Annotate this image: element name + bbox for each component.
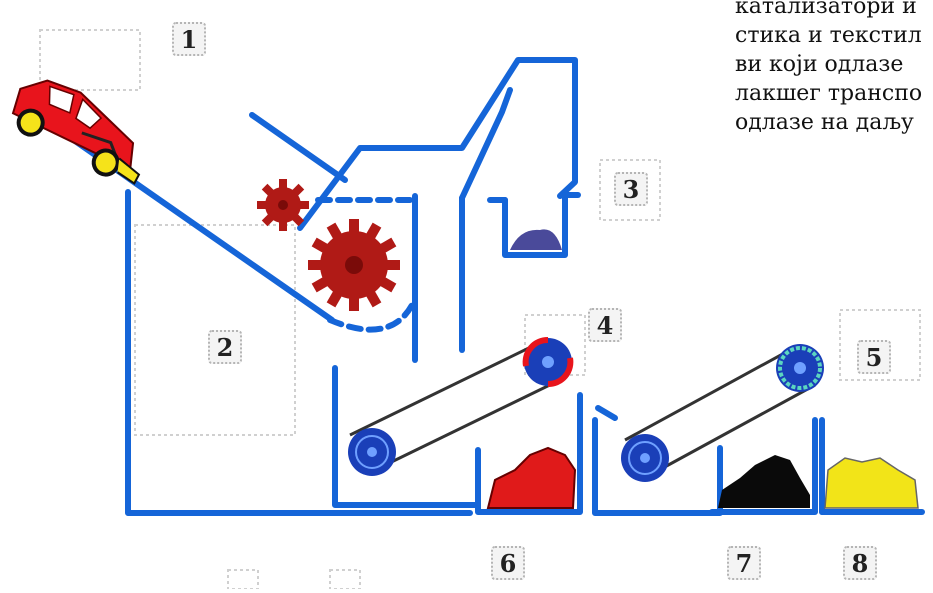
car-icon — [3, 67, 160, 190]
caption-line-4: лакшег транспо — [735, 79, 933, 108]
caption-line-2: стика и текстил — [735, 21, 933, 50]
pulley-icon — [621, 434, 669, 482]
station-label-5: 5 — [857, 340, 891, 374]
station-label-1: 1 — [172, 22, 206, 56]
caption-line-3: ви који одлазе — [735, 50, 933, 79]
station-label-7: 7 — [727, 546, 761, 580]
large-gear-icon — [308, 219, 400, 311]
ferrous-metal-pile-icon — [488, 448, 575, 508]
eddy-current-pulley-icon — [776, 344, 824, 392]
station-label-3: 3 — [614, 172, 648, 206]
station-label-6: 6 — [491, 546, 525, 580]
residue-pile-icon — [825, 458, 918, 508]
pulley-icon — [348, 428, 396, 476]
station-label-2: 2 — [208, 330, 242, 364]
small-gear-icon — [257, 179, 309, 231]
caption-line-1: катализатори и — [735, 0, 933, 21]
caption-line-5: одлазе на даљу — [735, 108, 933, 137]
station-label-8: 8 — [843, 546, 877, 580]
nonferrous-pile-icon — [718, 455, 810, 508]
magnetic-pulley-icon — [524, 338, 572, 386]
station-label-4: 4 — [588, 308, 622, 342]
caption-text: катализатори и стика и текстил ви који о… — [735, 0, 933, 150]
dust-pile-icon — [510, 229, 562, 250]
